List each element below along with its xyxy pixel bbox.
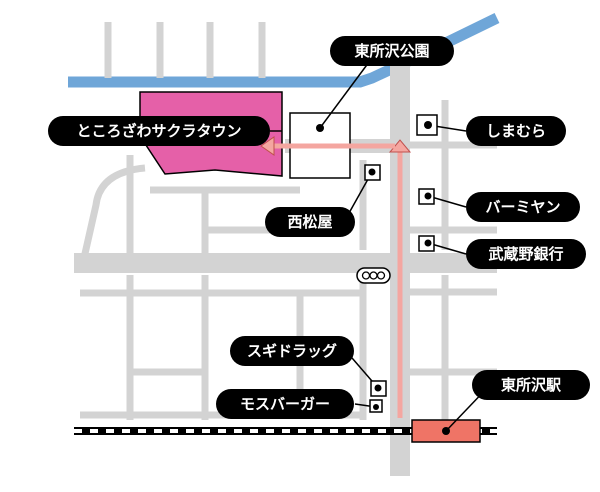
label-sugi-drug: スギドラッグ xyxy=(230,336,354,366)
shimamura-marker xyxy=(416,114,438,136)
label-sakura-town: ところざわサクラタウン xyxy=(48,116,270,146)
mos-burger-marker xyxy=(369,399,383,413)
traffic-light-icon xyxy=(356,267,391,284)
label-mos-burger: モスバーガー xyxy=(216,389,354,419)
store-markers xyxy=(316,114,450,435)
label-station: 東所沢駅 xyxy=(472,370,590,400)
nishimatsuya-marker xyxy=(364,164,381,181)
label-bamiyan: バーミヤン xyxy=(466,192,580,222)
route-arrow-icon xyxy=(260,136,412,418)
bamiyan-marker xyxy=(418,188,435,205)
label-musashino-bank: 武蔵野銀行 xyxy=(466,239,586,269)
label-nishimatsuya: 西松屋 xyxy=(265,207,355,237)
musashino-bank-marker xyxy=(418,235,435,252)
park-marker xyxy=(316,124,324,132)
station-marker xyxy=(442,427,450,435)
sugi-drug-marker xyxy=(370,380,387,397)
label-park: 東所沢公園 xyxy=(330,36,454,66)
label-shimamura: しまむら xyxy=(466,116,566,146)
